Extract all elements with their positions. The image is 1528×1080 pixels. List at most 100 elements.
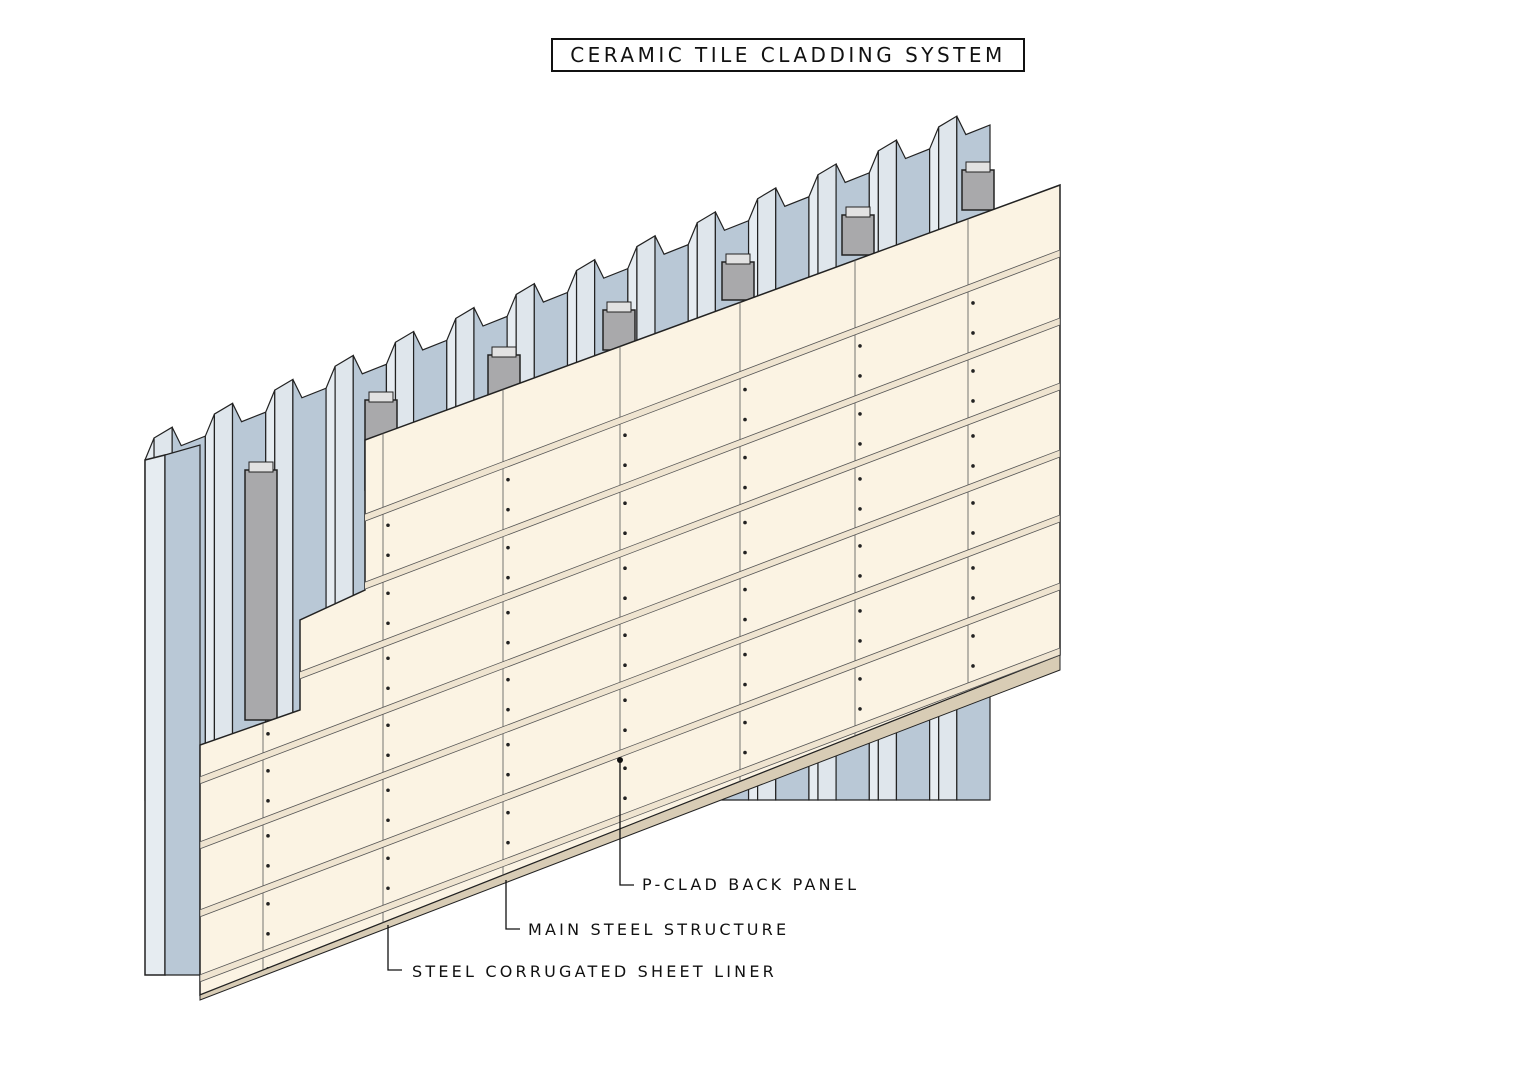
steel-column-flange <box>965 161 991 173</box>
fixing-point <box>506 840 510 845</box>
fixing-point <box>743 682 747 687</box>
leader-pclad <box>619 760 634 886</box>
tile-rail <box>200 249 1060 585</box>
fixing-point <box>623 501 627 506</box>
fixing-point <box>623 566 627 570</box>
fixing-point <box>386 788 390 793</box>
fixing-point <box>971 664 975 668</box>
fixing-point <box>266 997 270 1001</box>
fixing-point <box>386 591 390 596</box>
steel-column-flange <box>725 253 751 265</box>
steel-column-flange <box>248 461 274 473</box>
fixing-point <box>743 485 747 490</box>
fixing-point <box>858 344 862 348</box>
leader-liner <box>387 925 402 971</box>
diagram-title: CERAMIC TILE CLADDING SYSTEM <box>551 38 1025 72</box>
fixing-point <box>623 796 627 800</box>
fixing-point <box>858 639 862 643</box>
fixing-point <box>971 331 975 335</box>
fixing-point <box>743 417 747 422</box>
fixing-point <box>971 301 975 305</box>
fixing-point <box>743 520 747 525</box>
fixing-point <box>743 587 747 592</box>
fixing-point <box>623 766 627 770</box>
fixing-point <box>386 753 390 758</box>
steel-column-flange <box>606 301 632 313</box>
pclad-back-panel <box>199 183 1061 1001</box>
fixing-point <box>386 818 390 823</box>
fixing-point <box>743 455 747 460</box>
fixing-point <box>743 387 747 392</box>
fixing-point <box>858 677 862 681</box>
tile-grid <box>200 185 1060 1001</box>
fixing-point <box>971 596 975 600</box>
fixing-point <box>623 596 627 600</box>
steel-column-flange <box>845 206 871 218</box>
leader-lines <box>387 757 634 971</box>
steel-column <box>961 169 995 211</box>
fixing-point <box>506 772 510 777</box>
fixing-point <box>623 861 627 865</box>
fixing-point <box>743 720 747 725</box>
fixing-point <box>623 633 627 637</box>
liner-edge-face <box>164 444 201 976</box>
fixing-point <box>266 732 270 736</box>
fixing-point <box>623 463 627 468</box>
tile-panel-bottom-edge <box>199 654 1061 1001</box>
tile-rail <box>200 449 1060 785</box>
label-steel-corrugated-sheet-liner: STEEL CORRUGATED SHEET LINER <box>412 962 777 981</box>
fixing-point <box>858 412 862 416</box>
fixing-point <box>506 810 510 815</box>
fixing-point <box>623 663 627 667</box>
fixing-point <box>386 523 390 528</box>
fixing-point <box>386 856 390 861</box>
fixing-point <box>623 698 627 702</box>
label-main-steel-structure: MAIN STEEL STRUCTURE <box>528 920 790 939</box>
steel-column <box>244 469 278 721</box>
leader-main-steel <box>505 880 520 930</box>
steel-column <box>841 214 875 256</box>
fixing-point <box>266 902 270 906</box>
fixing-point <box>971 531 975 535</box>
tile-rail <box>200 582 1060 918</box>
fixing-point <box>858 442 862 446</box>
fixing-point <box>506 677 510 682</box>
fixing-point <box>743 750 747 755</box>
tile-panel <box>199 183 1061 997</box>
fixing-point <box>506 640 510 645</box>
fixing-point <box>858 507 862 511</box>
steel-column-flange <box>491 346 517 358</box>
fixing-point <box>971 566 975 570</box>
fixing-point <box>858 477 862 481</box>
fixing-point <box>506 507 510 512</box>
fixing-point <box>386 553 390 558</box>
fixing-point <box>858 574 862 578</box>
liner-edge <box>144 454 166 976</box>
fixing-point <box>386 886 390 891</box>
fixing-point <box>858 374 862 378</box>
fixing-point <box>386 621 390 626</box>
fixing-point <box>971 634 975 638</box>
fixing-point <box>743 815 747 820</box>
fixing-point <box>623 531 627 535</box>
fixing-point <box>506 707 510 712</box>
tile-rail <box>200 317 1060 653</box>
fixing-point <box>971 399 975 403</box>
fixing-point <box>743 652 747 657</box>
fixing-point <box>266 932 270 936</box>
steel-column-flange <box>368 391 394 403</box>
fixing-point <box>386 723 390 728</box>
fixing-point <box>858 609 862 613</box>
leader-dot <box>617 757 623 763</box>
fixing-point <box>506 575 510 580</box>
fixing-point <box>858 544 862 548</box>
label-pclad-back-panel: P-CLAD BACK PANEL <box>642 875 860 894</box>
fixing-point <box>266 769 270 773</box>
fixing-point <box>266 799 270 803</box>
tile-rail <box>200 382 1060 718</box>
fixing-point <box>266 864 270 868</box>
fixing-point <box>386 686 390 691</box>
fixing-point <box>971 434 975 438</box>
fixing-point <box>971 369 975 373</box>
